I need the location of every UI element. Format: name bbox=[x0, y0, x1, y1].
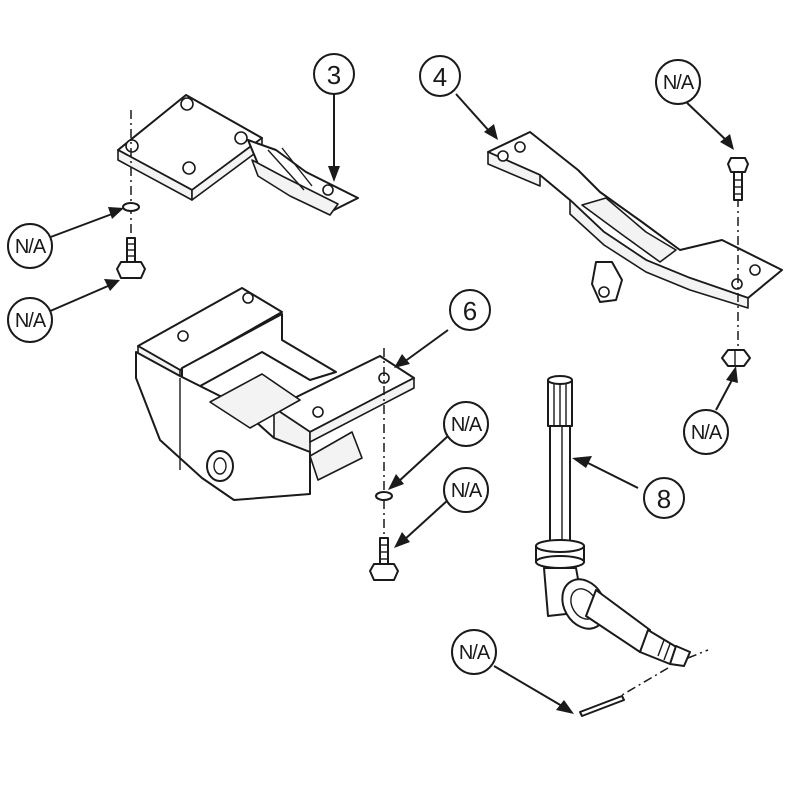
callout-na-part6-bolt: N/A bbox=[443, 467, 489, 513]
callout-na-part6-washer: N/A bbox=[443, 401, 489, 447]
callout-na-part3-washer: N/A bbox=[7, 223, 53, 269]
callout-na-label: N/A bbox=[15, 236, 47, 258]
callout-na-label: N/A bbox=[451, 414, 483, 436]
part-3-washer bbox=[122, 202, 140, 212]
callout-na-label: N/A bbox=[691, 422, 723, 444]
part-4-nut bbox=[721, 349, 751, 367]
callout-3-label: 3 bbox=[327, 60, 341, 90]
callout-na-part4-nut: N/A bbox=[683, 409, 729, 455]
callout-8: 8 bbox=[643, 477, 685, 519]
callout-4: 4 bbox=[419, 55, 461, 97]
callout-3: 3 bbox=[313, 53, 355, 95]
callout-na-part3-bolt: N/A bbox=[7, 297, 53, 343]
callout-8-label: 8 bbox=[657, 484, 671, 514]
callout-na-label: N/A bbox=[15, 310, 47, 332]
part-8-spindle bbox=[535, 375, 691, 667]
part-3-bracket bbox=[117, 94, 359, 216]
callout-na-part4-bolt: N/A bbox=[655, 59, 701, 105]
part-6-washer bbox=[375, 491, 393, 501]
callout-6-label: 6 bbox=[463, 296, 477, 326]
part-4-bolt bbox=[727, 157, 749, 201]
callout-na-label: N/A bbox=[663, 72, 695, 94]
callout-6: 6 bbox=[449, 289, 491, 331]
part-3-bolt bbox=[116, 237, 146, 279]
callout-4-label: 4 bbox=[433, 62, 447, 92]
callout-na-part8-pin: N/A bbox=[451, 629, 497, 675]
part-4-bracket bbox=[487, 131, 783, 309]
callout-na-label: N/A bbox=[459, 642, 491, 664]
leader-lines bbox=[47, 93, 738, 714]
callout-na-label: N/A bbox=[451, 480, 483, 502]
part-6-housing bbox=[135, 287, 415, 501]
part-6-bolt bbox=[369, 537, 399, 581]
part-8-cotter-pin bbox=[579, 695, 625, 717]
part-8-axis-right bbox=[687, 649, 709, 659]
